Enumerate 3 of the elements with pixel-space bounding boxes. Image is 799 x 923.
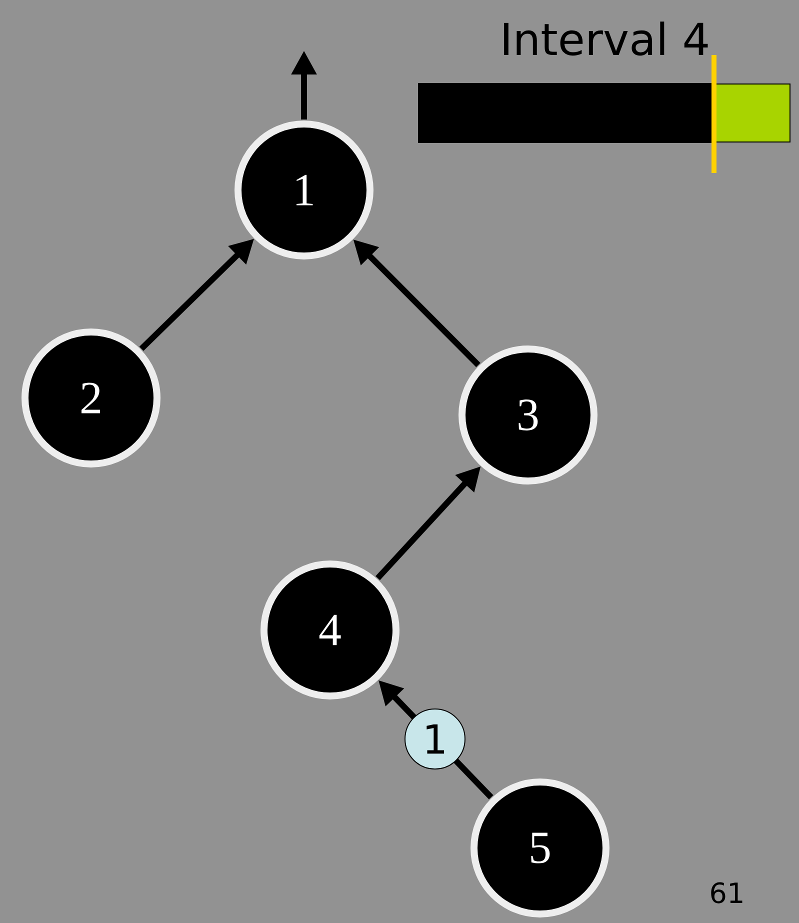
edge-label: 1 <box>404 708 466 770</box>
page-number: 61 <box>711 882 742 904</box>
title: Interval 4 <box>504 22 708 56</box>
